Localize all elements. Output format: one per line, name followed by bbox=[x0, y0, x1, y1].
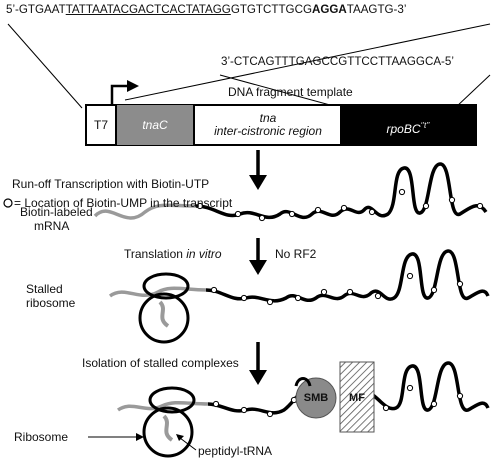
transcription-step-label: Run-off Transcription with Biotin-UTP bbox=[12, 177, 210, 191]
isolation-step-label: Isolation of stalled complexes bbox=[82, 356, 239, 370]
legend-text: = Location of Biotin-UMP in the transcri… bbox=[14, 196, 233, 210]
tnac-segment-label: tnaC bbox=[142, 118, 168, 132]
top-sequence-prefix: 5’-GTGAAT bbox=[6, 3, 66, 16]
rpobc-label-sup: ‘’t’’ bbox=[420, 121, 430, 130]
sequence-connector-lines bbox=[7, 23, 491, 109]
stalled-ribosome-icon bbox=[138, 272, 190, 344]
mf-block bbox=[339, 361, 375, 433]
mrna-label: Biotin-labeled mRNA bbox=[20, 205, 93, 233]
t7-segment-label: T7 bbox=[93, 118, 108, 132]
mrna-label-line2: mRNA bbox=[34, 219, 70, 233]
bottom-sequence: 3’-CTCAGTTTGAGCCGTTCCTTAAGGCA-5’ bbox=[221, 55, 454, 68]
stalled-label-line2: ribosome bbox=[26, 296, 76, 310]
mrna-strand-2 bbox=[108, 249, 490, 306]
t7-promoter-sequence: TATTAATACGACTCACTATAGG bbox=[65, 3, 231, 16]
isolated-ribosome-icon bbox=[142, 386, 196, 458]
peptidyl-trna-label: peptidyl-tRNA bbox=[198, 444, 273, 458]
rpobc-segment bbox=[340, 105, 476, 145]
top-sequence-suffix: TAAGTG-3’ bbox=[346, 3, 407, 16]
tna-label-line1: tna bbox=[259, 111, 277, 125]
template-label: DNA fragment template bbox=[228, 85, 353, 99]
biotin-link-icon bbox=[294, 377, 312, 387]
top-sequence: 5’-GTGAATTATTAATACGACTCACTATAGGGTGTCTTGC… bbox=[6, 3, 406, 17]
ribosome-pointer bbox=[88, 433, 144, 441]
no-rf2-label: No RF2 bbox=[275, 247, 317, 261]
ribosome-label: Ribosome bbox=[14, 430, 69, 444]
dna-template-bar bbox=[85, 104, 477, 146]
mrna-strand-3 bbox=[116, 361, 490, 418]
stalled-ribosome-label: Stalled ribosome bbox=[26, 282, 75, 310]
tna-segment-label: tna inter-cistronic region bbox=[196, 112, 340, 138]
process-arrowheads bbox=[249, 175, 267, 385]
stalled-label-line1: Stalled bbox=[26, 282, 63, 296]
legend-biotin-icon bbox=[3, 198, 13, 208]
smb-bead-icon bbox=[295, 377, 337, 419]
peptidyl-trna-pointer bbox=[176, 434, 197, 451]
mrna-strand-1 bbox=[93, 162, 488, 222]
mrna-label-line1: Biotin-labeled bbox=[20, 205, 93, 219]
biotin-legend-text: = Location of Biotin-UMP in the transcri… bbox=[14, 196, 232, 210]
tna-label-line2: inter-cistronic region bbox=[214, 124, 322, 138]
rpobc-segment-label: rpoBC‘’t’’ bbox=[340, 119, 476, 136]
mf-label: MF bbox=[349, 392, 365, 404]
rpobc-label-main: rpoBC bbox=[386, 122, 421, 136]
transcription-start-arrow-icon bbox=[110, 80, 139, 106]
translation-step-label: Translation in vitro bbox=[124, 247, 222, 261]
smb-label: SMB bbox=[303, 392, 329, 404]
shine-dalgarno-sequence: AGGA bbox=[311, 3, 347, 16]
top-sequence-middle: GTGTCTTGCG bbox=[230, 3, 312, 16]
translation-in-vitro: in vitro bbox=[186, 247, 222, 261]
translation-prefix: Translation bbox=[124, 247, 187, 261]
tnac-segment bbox=[116, 105, 194, 145]
